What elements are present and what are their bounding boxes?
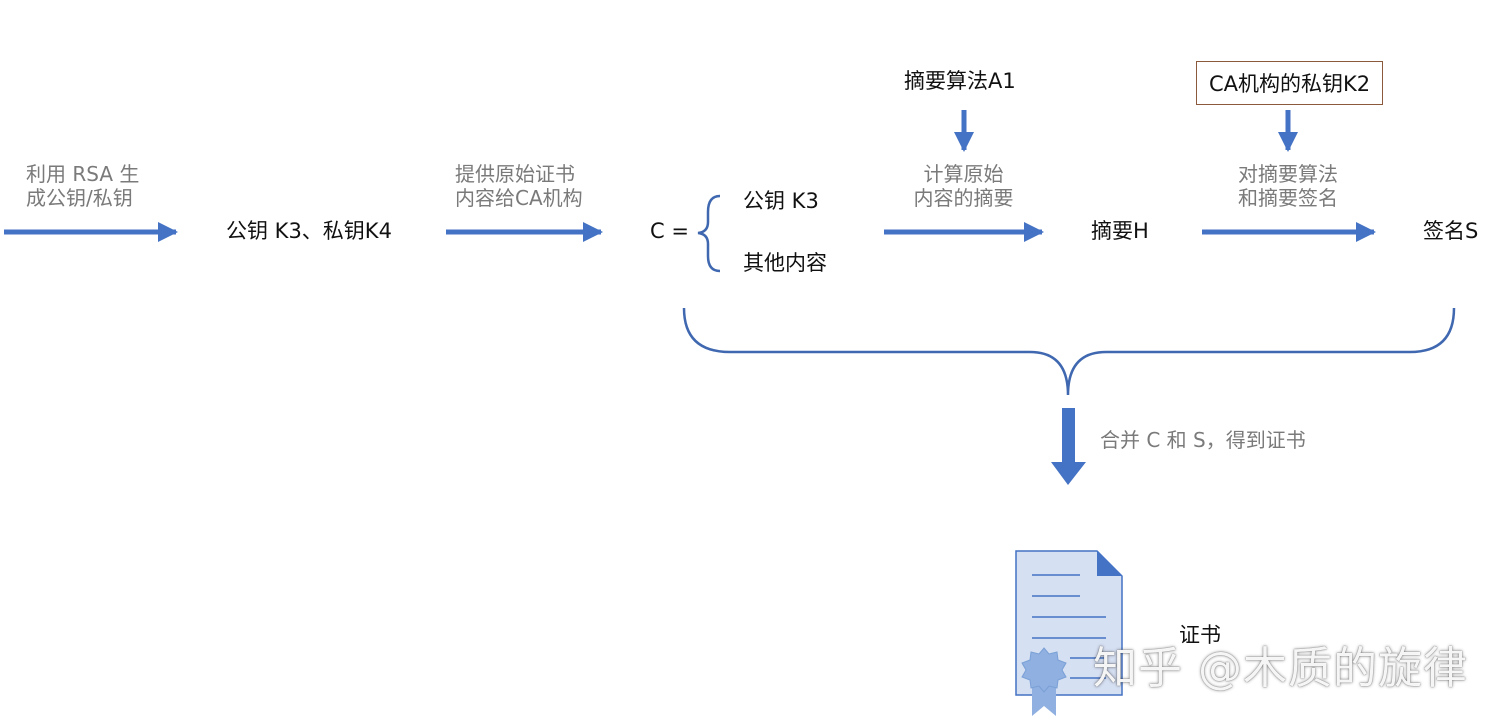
generate-caption-line2: 成公钥/私钥 <box>26 186 133 210</box>
sign-caption: 对摘要算法 和摘要签名 <box>1228 162 1348 210</box>
certificate-label: 证书 <box>1179 623 1221 647</box>
merge-arrow-head <box>1051 462 1086 485</box>
content-brace <box>697 194 721 273</box>
signature-label: 签名S <box>1423 219 1479 243</box>
merge-caption: 合并 C 和 S，得到证书 <box>1100 428 1306 452</box>
watermark: 知乎 @木质的旋律 <box>1093 643 1468 694</box>
compute-caption: 计算原始 内容的摘要 <box>906 162 1021 210</box>
sign-caption-line2: 和摘要签名 <box>1238 186 1338 210</box>
algo-label: 摘要算法A1 <box>904 69 1016 93</box>
generate-caption: 利用 RSA 生 成公钥/私钥 <box>26 162 139 210</box>
keys-label: 公钥 K3、私钥K4 <box>226 219 392 243</box>
c-equals-label: C = <box>650 219 689 243</box>
compute-caption-line1: 计算原始 <box>923 162 1004 186</box>
brace-item-other-content: 其他内容 <box>743 251 827 275</box>
ca-private-key-box: CA机构的私钥K2 <box>1196 61 1384 105</box>
provide-caption-line2: 内容给CA机构 <box>455 186 583 210</box>
sign-caption-line1: 对摘要算法 <box>1238 162 1338 186</box>
merge-arrow-shaft <box>1062 408 1075 464</box>
digest-label: 摘要H <box>1091 219 1149 243</box>
provide-caption-line1: 提供原始证书 <box>455 162 575 186</box>
generate-caption-line1: 利用 RSA 生 <box>26 162 140 186</box>
merge-brace <box>682 307 1456 396</box>
provide-caption: 提供原始证书 内容给CA机构 <box>455 162 583 210</box>
compute-caption-line2: 内容的摘要 <box>913 186 1014 210</box>
seal-icon <box>1021 647 1067 693</box>
brace-item-public-key: 公钥 K3 <box>743 189 819 213</box>
certificate-icon <box>1015 550 1123 716</box>
